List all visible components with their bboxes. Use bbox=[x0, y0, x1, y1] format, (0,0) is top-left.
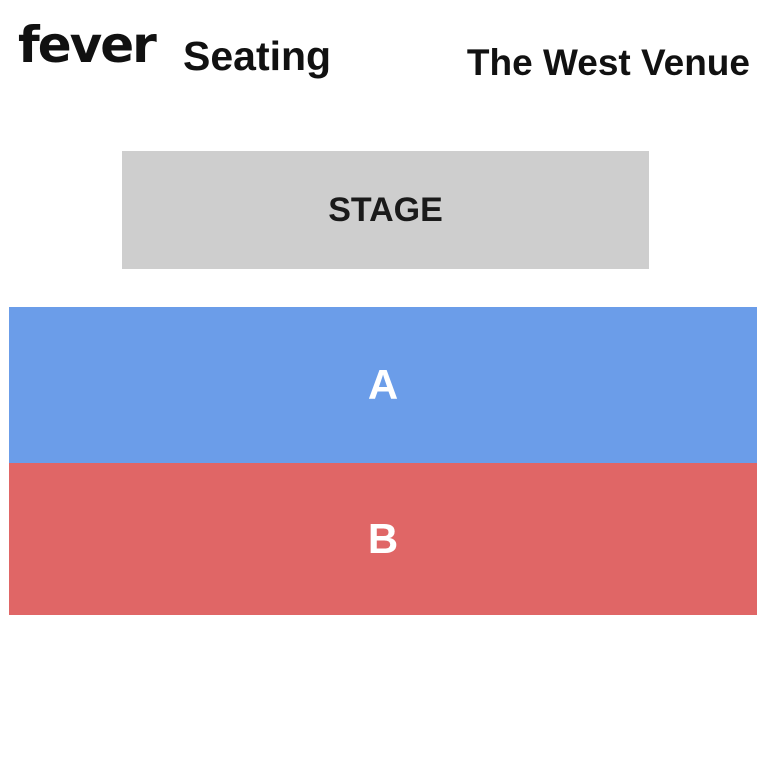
section-a-label: A bbox=[367, 361, 399, 408]
venue-name: The West Venue bbox=[466, 42, 750, 83]
page-title: Seating bbox=[183, 33, 332, 79]
fever-logo: fever bbox=[18, 16, 157, 74]
section-b[interactable]: B bbox=[9, 463, 757, 615]
section-a[interactable]: A bbox=[9, 307, 757, 463]
stage-label: STAGE bbox=[328, 190, 443, 229]
section-b-label: B bbox=[367, 515, 399, 562]
stage-area: STAGE bbox=[122, 151, 649, 269]
